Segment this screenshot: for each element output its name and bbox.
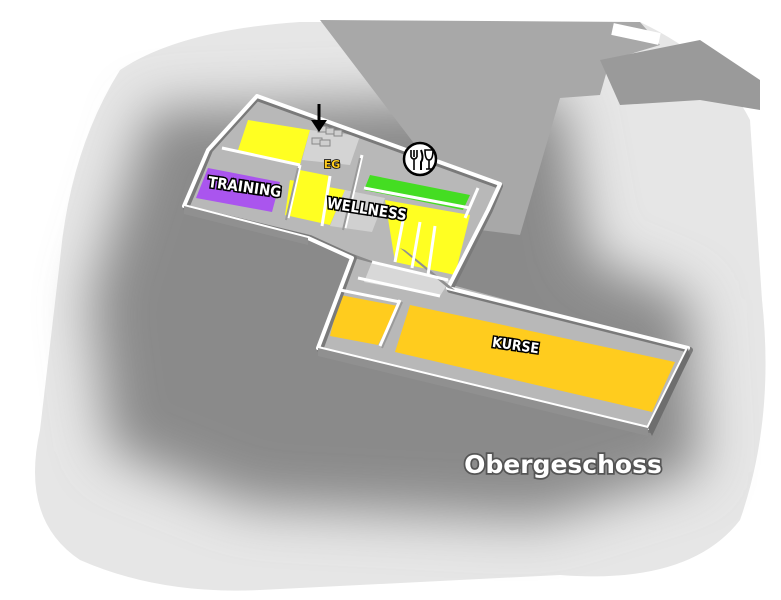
zone-orange-kurse: [395, 305, 675, 412]
floor-title: Obergeschoss: [464, 450, 662, 479]
zone-yellow-upper-left: [238, 120, 310, 165]
zone-green-cafe: [364, 175, 470, 210]
neighbour-building: [320, 20, 760, 235]
floor-link-eg[interactable]: EG: [323, 157, 341, 172]
zone-yellow-central: [385, 200, 470, 275]
zone-yellow-wellness: [285, 180, 345, 225]
zone-orange-small: [330, 295, 398, 345]
fork-knife-glass-icon[interactable]: [402, 141, 438, 177]
staircase: [311, 125, 343, 147]
down-arrow-icon: [311, 104, 327, 132]
zone-purple-training: [196, 168, 280, 212]
building: [182, 94, 693, 436]
